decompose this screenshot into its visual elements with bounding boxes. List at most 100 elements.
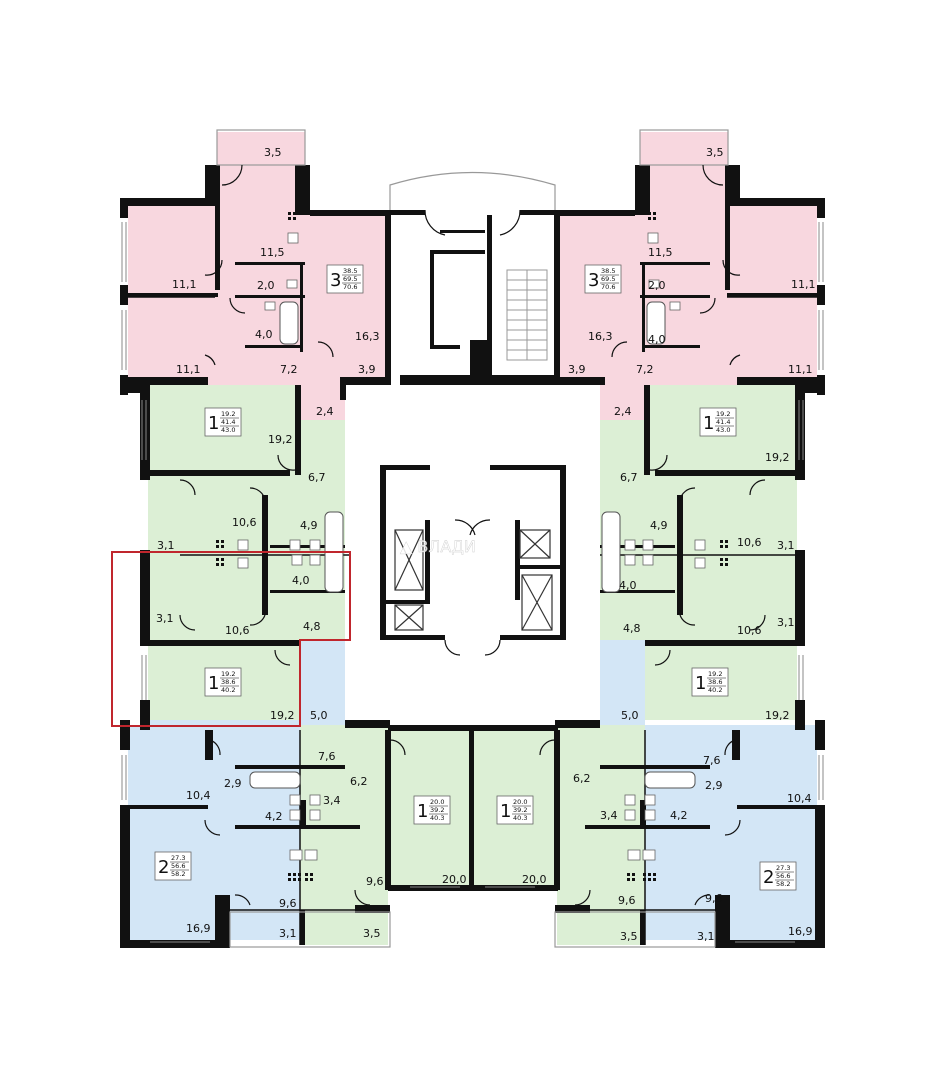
room-area-label: 11,1 xyxy=(176,363,201,376)
room-area-label: 5,0 xyxy=(310,709,328,722)
badge-room-count: 1 xyxy=(695,673,706,694)
badge-area-l1: 19.2 xyxy=(221,670,235,678)
badge-area-l3: 58.2 xyxy=(171,870,185,878)
badge-area-l2: 39.2 xyxy=(430,806,444,814)
badge-room-count: 1 xyxy=(208,673,219,694)
badge-area-l2: 56.6 xyxy=(776,872,790,880)
room-area-label: 10,6 xyxy=(737,624,762,637)
apartment-1room-bottom-right-annex xyxy=(557,725,645,945)
apartment-1room-bottom-left-annex xyxy=(300,725,388,945)
room-area-label: 3,5 xyxy=(706,146,724,159)
room-area-label: 10,6 xyxy=(737,536,762,549)
room-area-label: 3,4 xyxy=(323,794,341,807)
room-area-label: 4,9 xyxy=(650,519,668,532)
badge-room-count: 1 xyxy=(703,413,714,434)
apartment-3room-right[interactable] xyxy=(560,132,817,420)
walls xyxy=(120,165,825,948)
room-area-label: 6,2 xyxy=(350,775,368,788)
room-area-label: 7,6 xyxy=(703,754,721,767)
room-area-label: 7,6 xyxy=(318,750,336,763)
badge-area-l2: 69.5 xyxy=(601,275,615,283)
badge-area-l3: 58.2 xyxy=(776,880,790,888)
room-area-label: 3,1 xyxy=(697,930,715,943)
apartment-1room-right-mid[interactable] xyxy=(600,470,797,720)
badge-area-l3: 70.6 xyxy=(601,283,615,291)
room-area-label: 16,3 xyxy=(588,330,613,343)
badge-room-count: 1 xyxy=(417,801,428,822)
badge-room-count: 2 xyxy=(158,857,169,878)
room-area-label: 3,1 xyxy=(777,616,795,629)
room-area-label: 16,9 xyxy=(186,922,211,935)
room-area-label: 4,0 xyxy=(292,574,310,587)
room-area-label: 10,4 xyxy=(787,792,812,805)
room-area-label: 3,5 xyxy=(363,927,381,940)
stove-icons xyxy=(216,212,728,881)
room-area-label: 16,3 xyxy=(355,330,380,343)
badge-area-l1: 20.0 xyxy=(513,798,527,806)
badge-area-l1: 19.2 xyxy=(221,410,235,418)
room-area-label: 2,4 xyxy=(316,405,334,418)
badge-area-l3: 40.2 xyxy=(221,686,235,694)
badge-area-l1: 19.2 xyxy=(716,410,730,418)
room-area-label: 4,2 xyxy=(265,810,283,823)
room-area-label: 11,1 xyxy=(791,278,816,291)
room-area-label: 19,2 xyxy=(270,709,295,722)
badge-room-count: 1 xyxy=(208,413,219,434)
elevators xyxy=(394,529,553,631)
bathtubs xyxy=(249,301,696,789)
badge-area-l2: 41.4 xyxy=(716,418,730,426)
room-area-label: 9,6 xyxy=(366,875,384,888)
apartment-3room-left[interactable] xyxy=(128,132,385,420)
room-area-labels: 3,5 11,5 11,1 2,0 4,0 11,1 7,2 16,3 3,9 2,4 3,5 11,… xyxy=(156,146,816,943)
room-area-label: 3,9 xyxy=(358,363,376,376)
room-area-label: 2,0 xyxy=(648,279,666,292)
stairwell xyxy=(506,269,548,361)
room-area-label: 7,2 xyxy=(636,363,654,376)
room-area-label: 2,4 xyxy=(614,405,632,418)
room-area-label: 11,1 xyxy=(172,278,197,291)
room-area-label: 4,8 xyxy=(623,622,641,635)
room-area-label: 3,5 xyxy=(620,930,638,943)
room-area-label: 11,1 xyxy=(788,363,813,376)
room-area-label: 6,7 xyxy=(620,471,638,484)
room-area-label: 3,1 xyxy=(279,927,297,940)
room-area-label: 11,5 xyxy=(260,246,285,259)
room-partitions xyxy=(128,296,817,945)
badge-area-l2: 39.2 xyxy=(513,806,527,814)
sink-icons xyxy=(237,232,706,861)
badge-area-l1: 27.3 xyxy=(171,854,185,862)
badge-area-l3: 43.0 xyxy=(221,426,235,434)
room-area-label: 3,1 xyxy=(157,539,175,552)
badge-area-l1: 19.2 xyxy=(708,670,722,678)
room-area-label: 20,0 xyxy=(442,873,467,886)
room-area-label: 2,9 xyxy=(705,779,723,792)
badge-area-l2: 38.6 xyxy=(708,678,722,686)
room-area-label: 9,6 xyxy=(618,894,636,907)
room-area-label: 3,1 xyxy=(156,612,174,625)
room-area-label: 2,9 xyxy=(224,777,242,790)
room-area-label: 6,7 xyxy=(308,471,326,484)
room-area-label: 3,4 xyxy=(600,809,618,822)
room-area-label: 20,0 xyxy=(522,873,547,886)
badge-area-l2: 38.6 xyxy=(221,678,235,686)
badge-room-count: 1 xyxy=(500,801,511,822)
room-area-label: 5,0 xyxy=(621,709,639,722)
room-area-label: 4,0 xyxy=(619,579,637,592)
room-area-label: 3,9 xyxy=(568,363,586,376)
room-area-label: 19,2 xyxy=(268,433,293,446)
watermark: ▲ ВЛАДИ xyxy=(400,537,476,556)
apartment-2room-right[interactable] xyxy=(645,725,817,940)
badge-area-l3: 40.3 xyxy=(430,814,444,822)
apartment-1room-left-mid[interactable] xyxy=(148,470,345,720)
selected-apartment-outline xyxy=(111,551,351,727)
